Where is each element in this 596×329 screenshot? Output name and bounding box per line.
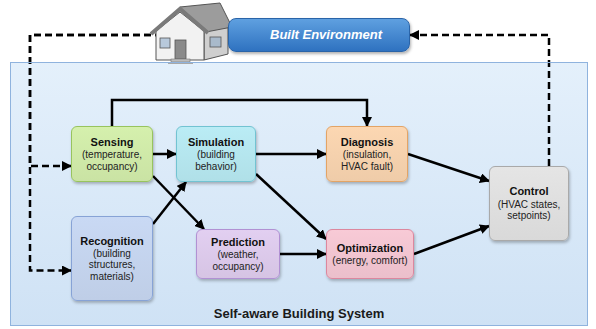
process-box: Recognition(building structures, materia… [71,216,153,301]
flow-arrow [408,154,489,181]
system-panel: Sensing(temperature, occupancy) Simulatio… [10,62,588,326]
box-detail: (building structures, materials) [75,248,149,283]
panel-caption: Self-aware Building System [11,306,587,321]
feedback-arrow [410,35,549,166]
environment-box: Built Environment [228,18,410,52]
house-door [175,40,186,59]
flow-arrow [153,182,186,224]
flow-arrow [153,153,176,156]
box-heading: Sensing [91,136,134,149]
process-box: Prediction(weather, occupancy) [196,229,280,279]
box-heading: Control [509,185,548,198]
house-window [160,38,170,48]
box-detail: (energy, comfort) [332,255,407,267]
box-heading: Recognition [80,235,144,248]
process-box: Diagnosis(insulation, HVAC fault) [326,126,408,182]
process-box: Sensing(temperature, occupancy) [71,126,153,182]
box-heading: Optimization [337,242,404,255]
flow-arrow [256,153,326,156]
box-heading: Simulation [188,136,244,149]
process-box: Simulation(building behavior) [176,126,256,182]
process-box: Control(HVAC states, setpoints) [489,166,569,241]
box-heading: Diagnosis [341,136,394,149]
flow-arrow [153,176,204,229]
box-detail: (weather, occupancy) [200,249,276,272]
panel-fill [10,62,588,326]
flow-arrow [280,253,326,256]
box-heading: Built Environment [270,27,382,43]
flow-arrow [112,100,367,126]
box-detail: (HVAC states, setpoints) [493,199,565,222]
flow-arrow [414,226,489,254]
process-box: Optimization(energy, comfort) [326,229,414,279]
box-heading: Prediction [211,236,265,249]
house-window [210,37,221,47]
box-detail: (insulation, HVAC fault) [330,149,404,172]
box-detail: (building behavior) [180,149,252,172]
house-roof-edge [151,9,208,34]
box-detail: (temperature, occupancy) [75,149,149,172]
